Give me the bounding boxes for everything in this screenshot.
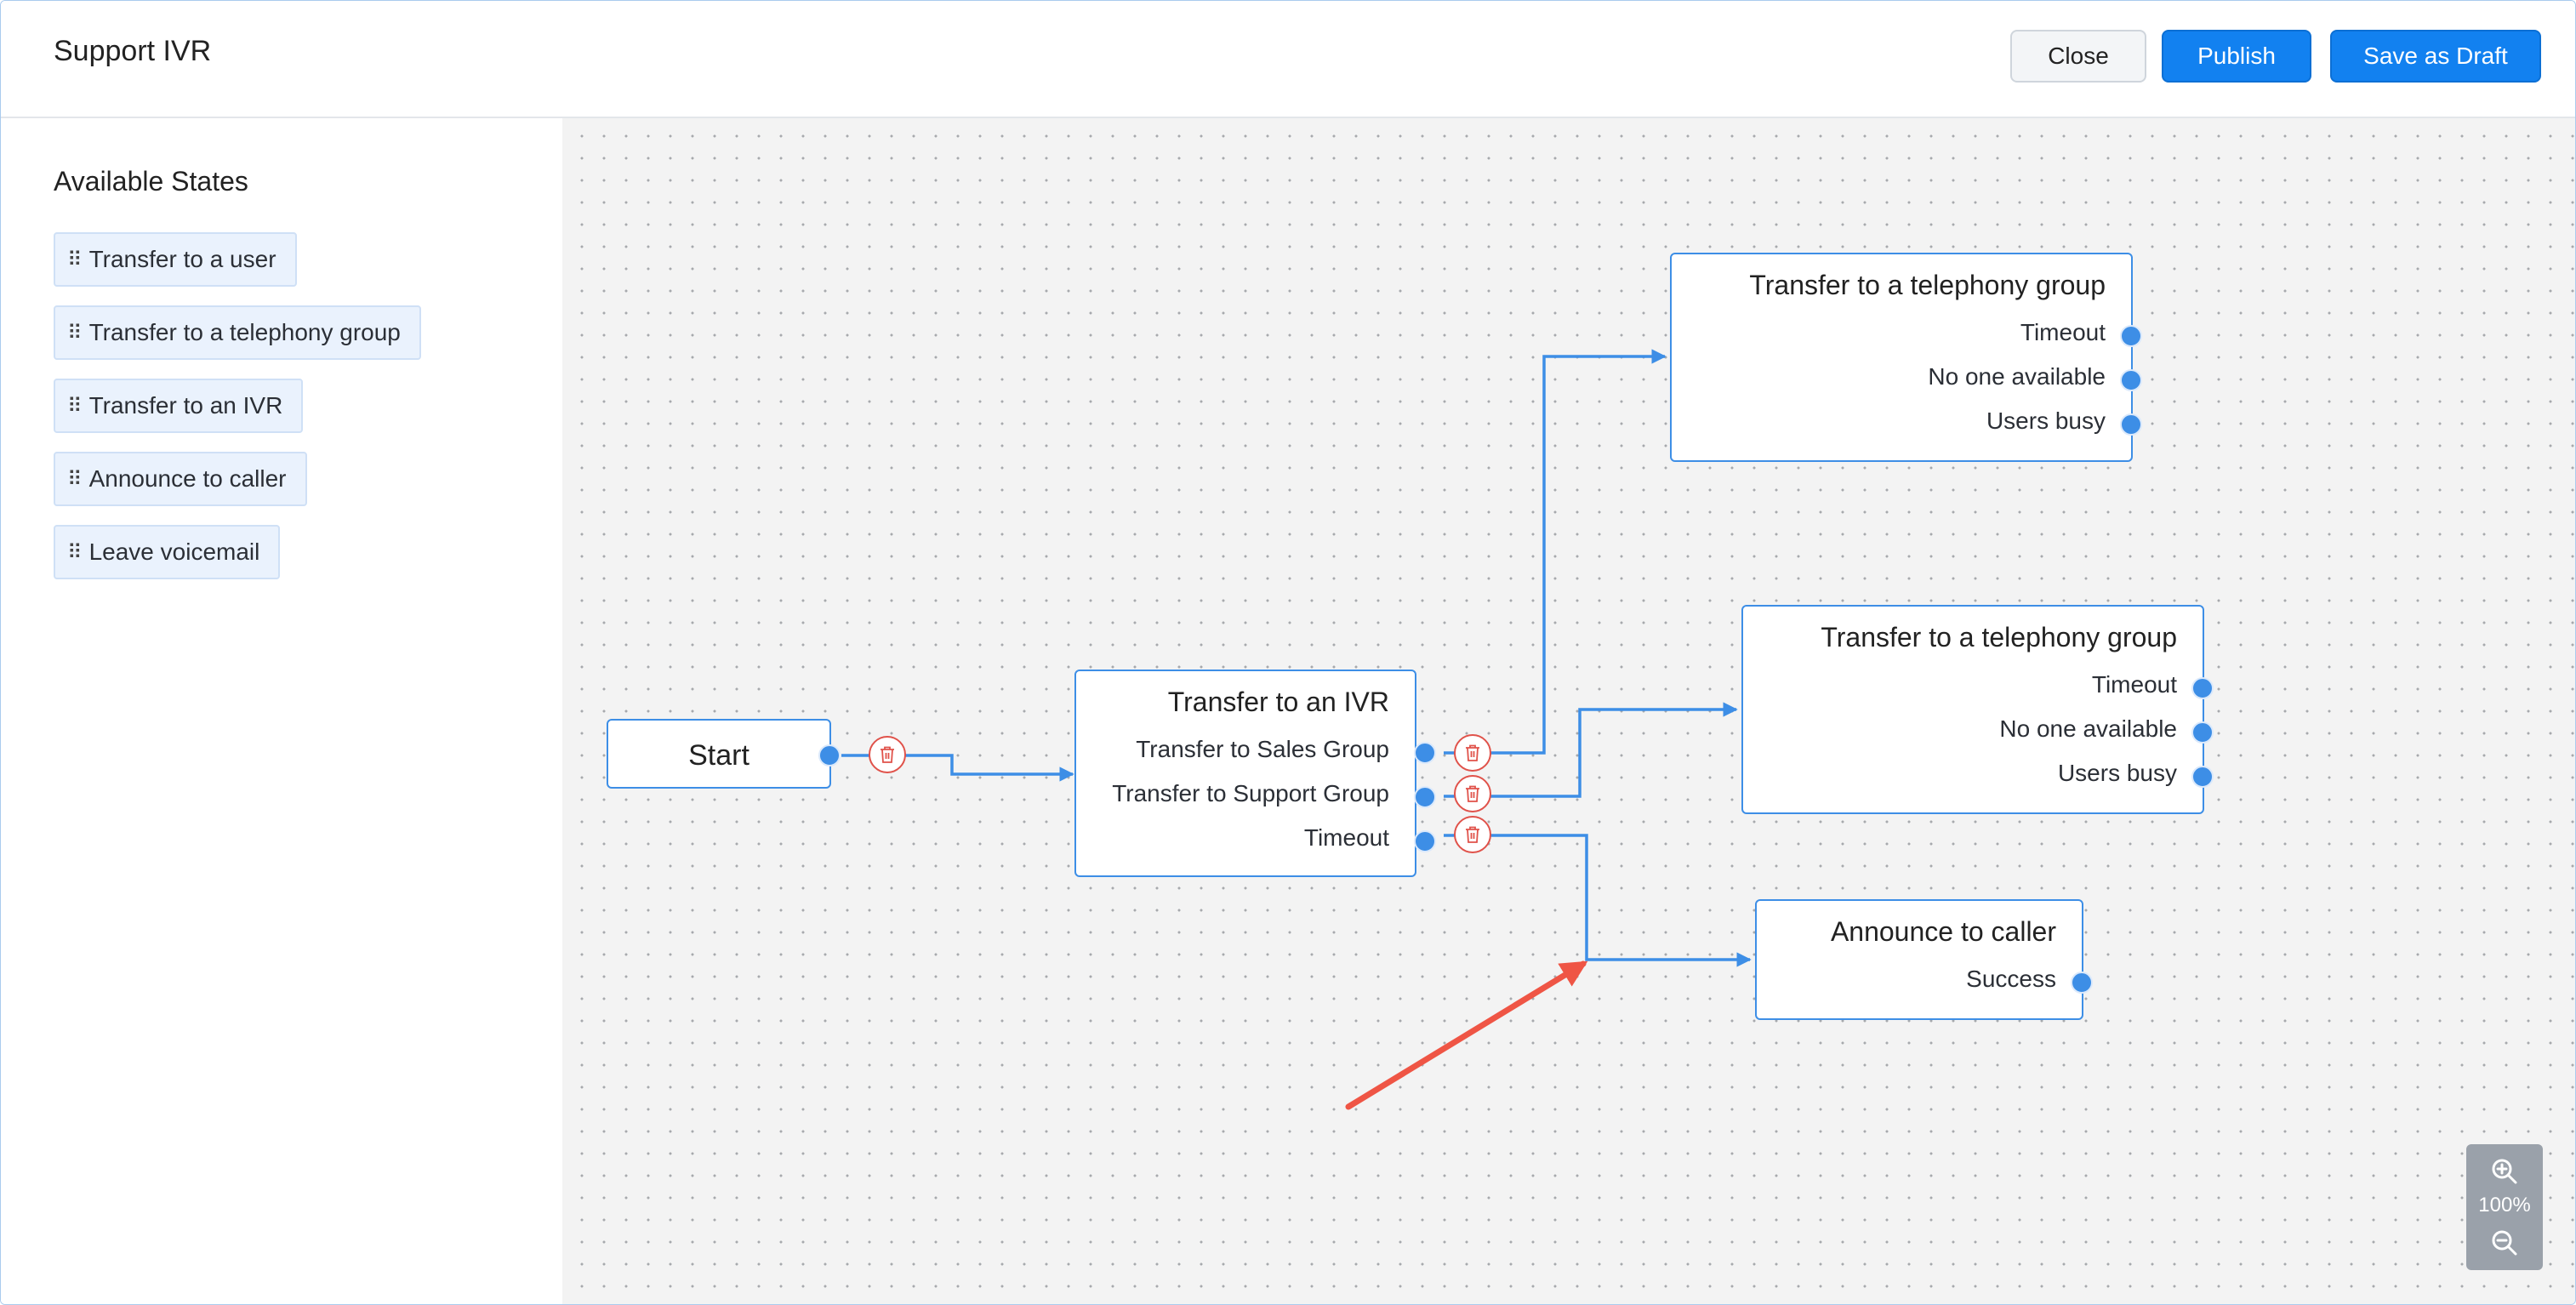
output-port[interactable] xyxy=(1414,786,1436,808)
delete-connection-button[interactable] xyxy=(1454,816,1491,853)
flow-canvas[interactable]: Start Transfer to an IVR Transfer to Sal… xyxy=(562,118,2575,1304)
save-as-draft-button[interactable]: Save as Draft xyxy=(2330,30,2541,83)
delete-connection-button[interactable] xyxy=(1454,775,1491,812)
zoom-in-icon xyxy=(2492,1159,2517,1184)
trash-icon xyxy=(881,746,894,763)
output-port[interactable] xyxy=(1414,742,1436,764)
output-port[interactable] xyxy=(1414,830,1436,852)
drag-handle-icon: ⠿ xyxy=(67,248,83,271)
state-chip-transfer-to-ivr[interactable]: ⠿ Transfer to an IVR xyxy=(54,379,304,433)
state-chip-label: Transfer to a telephony group xyxy=(88,319,401,345)
announce-output-label: Success xyxy=(1966,966,2056,992)
drag-handle-icon: ⠿ xyxy=(67,467,83,491)
output-port[interactable] xyxy=(2120,325,2142,347)
annotation-arrow xyxy=(1345,960,1588,1110)
announce-node[interactable]: Announce to caller Success xyxy=(1755,899,2093,1020)
available-states-title: Available States xyxy=(54,166,248,197)
state-chip-label: Transfer to an IVR xyxy=(88,392,283,419)
drag-handle-icon: ⠿ xyxy=(67,540,83,564)
delete-connection-button[interactable] xyxy=(869,736,906,773)
group-output-label: Users busy xyxy=(1986,407,2106,434)
connector-layer xyxy=(841,349,1752,1110)
trash-icon xyxy=(1466,785,1479,802)
drag-handle-icon: ⠿ xyxy=(67,321,83,345)
zoom-out-button[interactable] xyxy=(2489,1228,2520,1258)
zoom-control: 100% xyxy=(2466,1144,2543,1270)
group-output-label: No one available xyxy=(1928,363,2106,390)
state-chip-label: Leave voicemail xyxy=(88,539,260,565)
trash-icon xyxy=(1466,744,1479,761)
announce-node-title: Announce to caller xyxy=(1830,916,2056,947)
connector-timeout-to-announce xyxy=(1444,834,1752,967)
close-button[interactable]: Close xyxy=(2010,30,2146,83)
trash-icon xyxy=(1466,826,1479,843)
state-chip-leave-voicemail[interactable]: ⠿ Leave voicemail xyxy=(54,525,281,579)
output-port[interactable] xyxy=(2191,677,2214,699)
zoom-level: 100% xyxy=(2478,1194,2531,1217)
ivr-output-label: Transfer to Support Group xyxy=(1112,780,1389,806)
page-title: Support IVR xyxy=(54,35,212,67)
start-node-label: Start xyxy=(688,739,749,772)
group-output-label: Users busy xyxy=(2057,760,2177,786)
delete-connection-button[interactable] xyxy=(1454,734,1491,772)
ivr-output-label: Timeout xyxy=(1303,824,1389,851)
publish-button[interactable]: Publish xyxy=(2162,30,2311,83)
zoom-out-icon xyxy=(2492,1230,2517,1256)
connector-sales-to-group1 xyxy=(1444,349,1667,755)
output-port[interactable] xyxy=(2120,413,2142,436)
ivr-node[interactable]: Transfer to an IVR Transfer to Sales Gro… xyxy=(1074,670,1436,877)
ivr-node-title: Transfer to an IVR xyxy=(1167,687,1389,717)
drag-handle-icon: ⠿ xyxy=(67,394,83,418)
output-port[interactable] xyxy=(818,744,841,766)
header-bar: Support IVR Close Publish Save as Draft xyxy=(1,1,2575,118)
output-port[interactable] xyxy=(2191,721,2214,744)
state-chip-label: Transfer to a user xyxy=(88,246,276,272)
output-port[interactable] xyxy=(2120,369,2142,391)
group-output-label: No one available xyxy=(1999,715,2177,742)
state-chip-announce-to-caller[interactable]: ⠿ Announce to caller xyxy=(54,452,307,506)
telephony-group-node-1[interactable]: Transfer to a telephony group Timeout No… xyxy=(1670,253,2142,462)
connector-support-to-group2 xyxy=(1444,702,1738,798)
zoom-in-button[interactable] xyxy=(2489,1156,2520,1187)
available-states-panel: Available States ⠿ Transfer to a user ⠿ … xyxy=(1,118,562,1304)
telephony-group-node-title: Transfer to a telephony group xyxy=(1749,270,2106,300)
state-chip-label: Announce to caller xyxy=(88,465,287,492)
group-output-label: Timeout xyxy=(2020,319,2106,345)
output-port[interactable] xyxy=(2071,972,2093,994)
state-chip-transfer-to-user[interactable]: ⠿ Transfer to a user xyxy=(54,232,297,287)
telephony-group-node-2[interactable]: Transfer to a telephony group Timeout No… xyxy=(1741,605,2214,814)
start-node[interactable]: Start xyxy=(607,719,841,789)
state-chip-transfer-to-telephony-group[interactable]: ⠿ Transfer to a telephony group xyxy=(54,305,421,360)
output-port[interactable] xyxy=(2191,766,2214,788)
group-output-label: Timeout xyxy=(2091,671,2177,698)
ivr-output-label: Transfer to Sales Group xyxy=(1136,736,1389,762)
telephony-group-node-title: Transfer to a telephony group xyxy=(1821,622,2177,652)
